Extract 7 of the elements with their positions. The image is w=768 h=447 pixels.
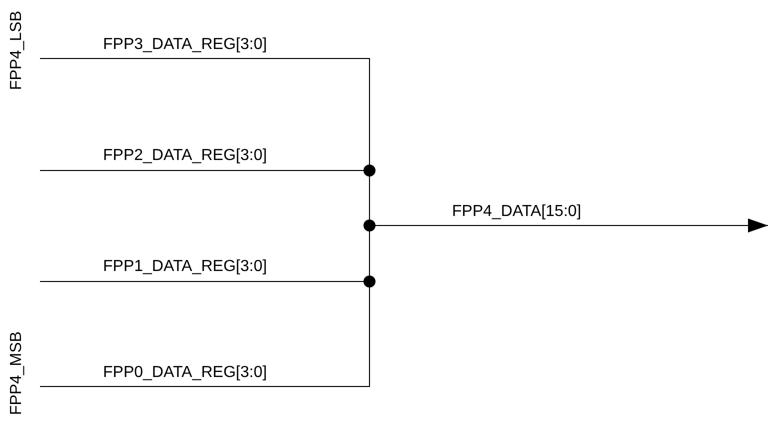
signal-name: FPP4_DATA[15:0] (452, 203, 582, 221)
signal-name: FPP4_MSB (8, 331, 26, 415)
signal-name: FPP4_LSB (8, 10, 26, 90)
signal-name: FPP0_DATA_REG[3:0] (103, 364, 267, 382)
signal-name: FPP2_DATA_REG[3:0] (103, 147, 267, 165)
signal-name: FPP1_DATA_REG[3:0] (103, 258, 267, 276)
signal-name: FPP3_DATA_REG[3:0] (103, 36, 267, 54)
